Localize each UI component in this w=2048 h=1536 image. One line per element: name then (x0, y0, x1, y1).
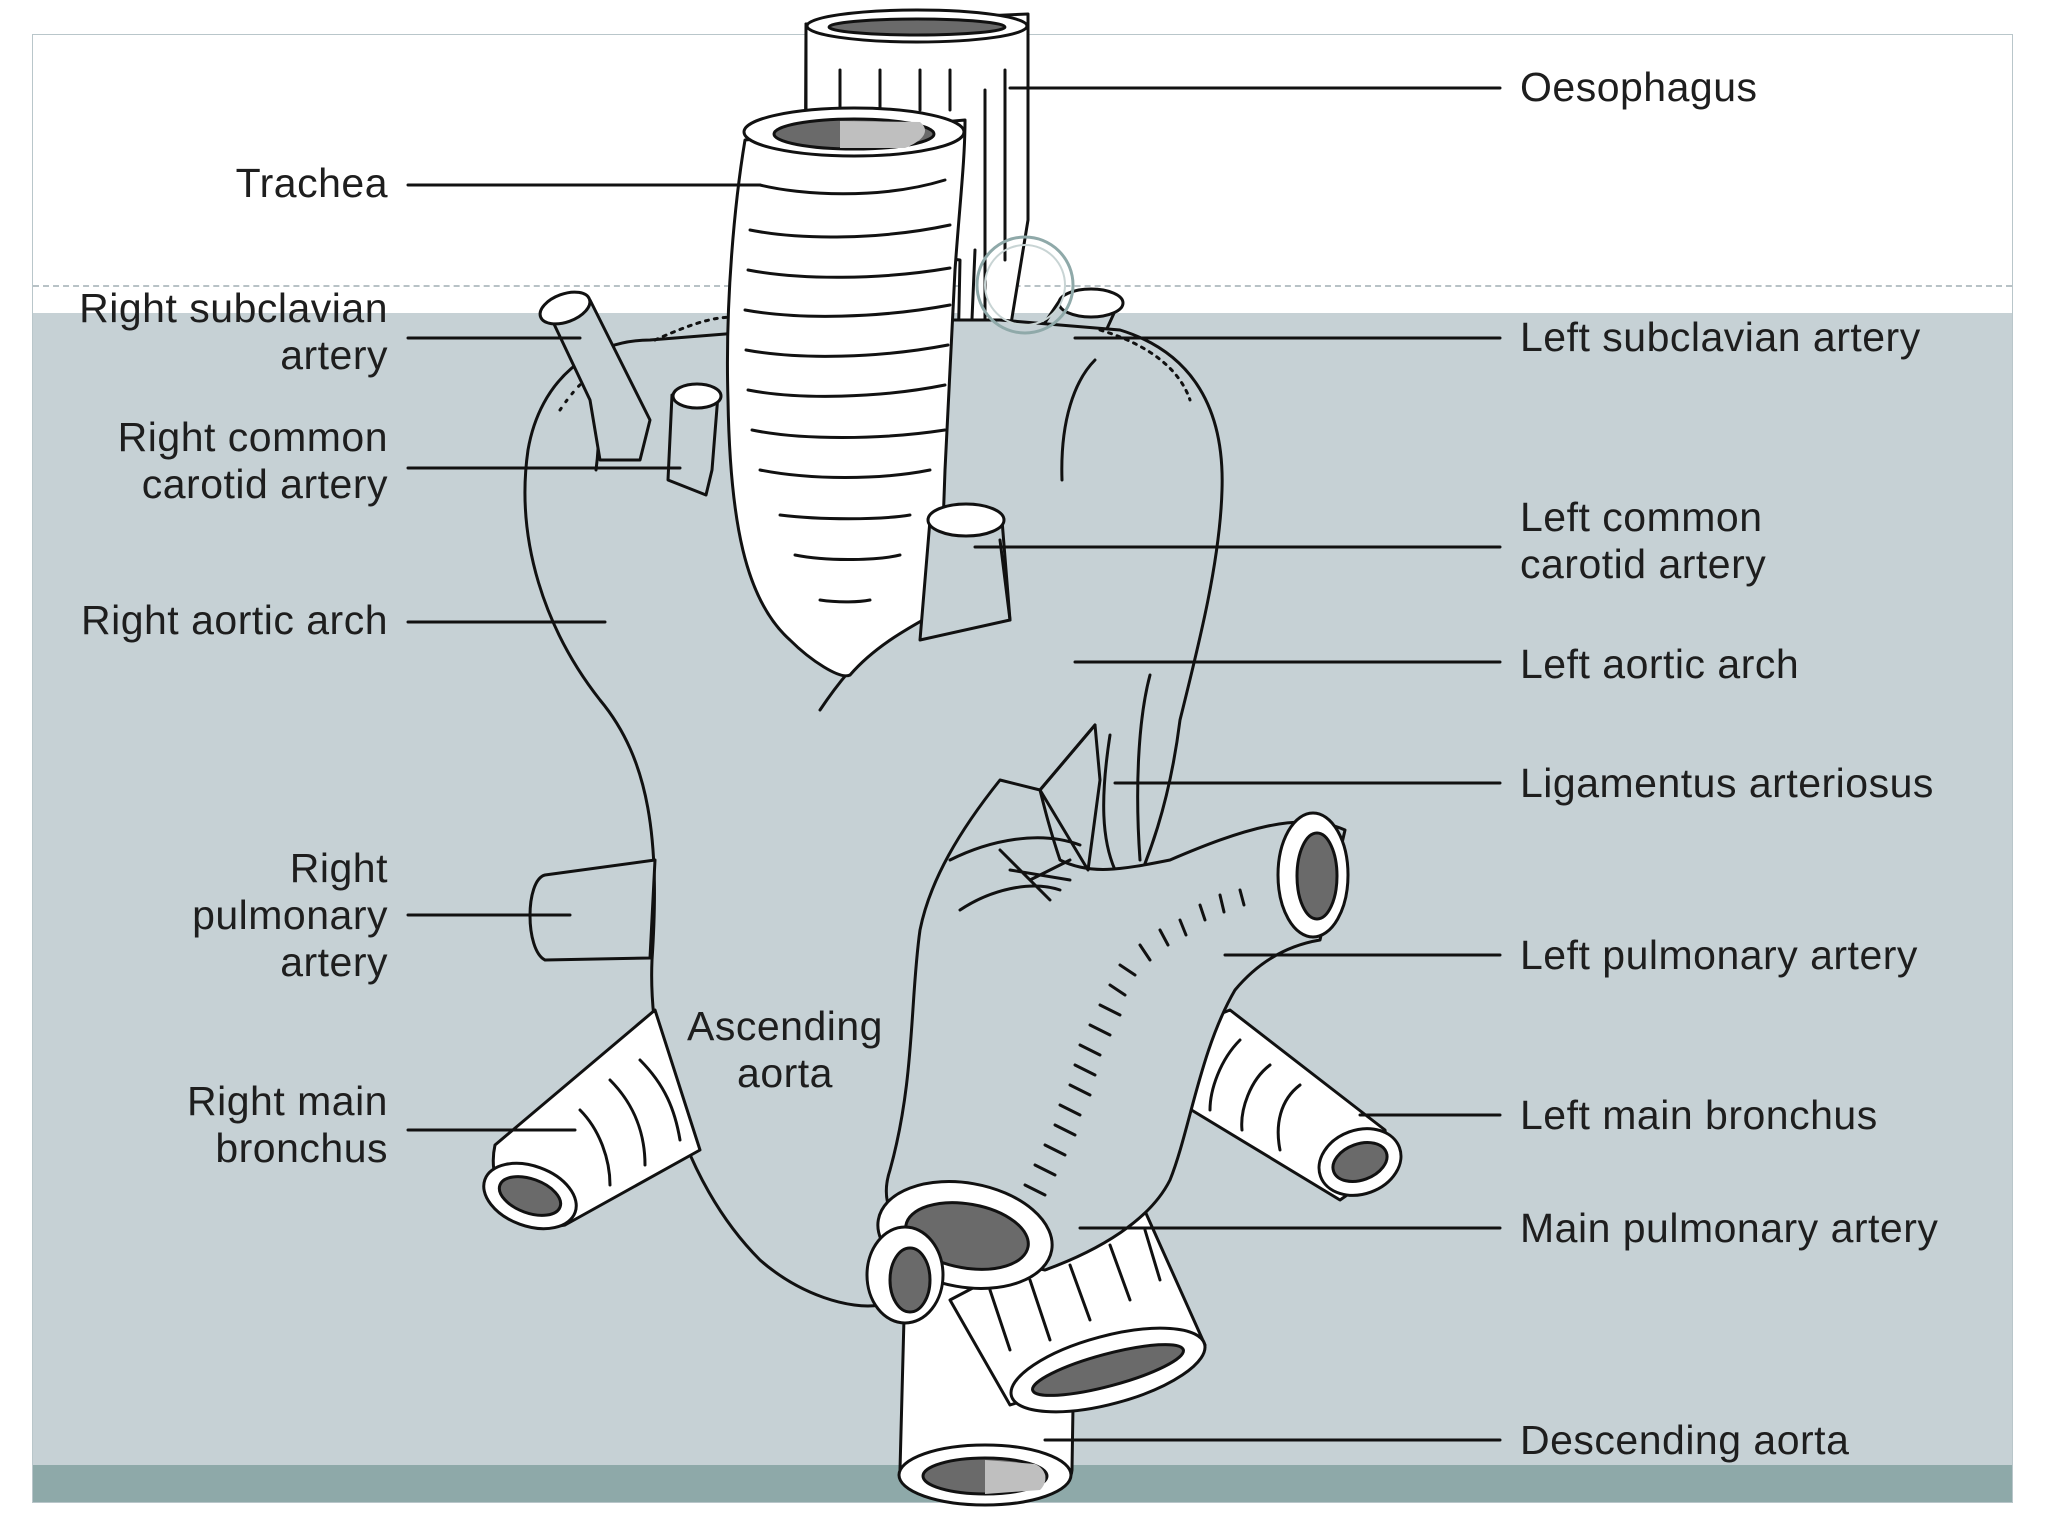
label-right-pulmonary-line1: Right (289, 845, 388, 891)
lower-bronchus-shape (948, 1198, 1207, 1414)
label-oesophagus: Oesophagus (1520, 64, 1758, 110)
label-right-subclavian-line2: artery (280, 332, 388, 378)
right-pulmonary-artery-shape (528, 858, 657, 962)
right-common-carotid-artery-shape (666, 382, 723, 497)
label-right-common-carotid-artery: Right common carotid artery (118, 414, 388, 508)
left-common-carotid-artery-shape (918, 502, 1012, 642)
left-main-bronchus-shape (1173, 1008, 1403, 1202)
leader-lines (406, 86, 1502, 1442)
right-main-bronchus-shape (482, 1008, 702, 1231)
trachea-shape (725, 106, 967, 678)
label-ascending-aorta-line2: aorta (737, 1050, 833, 1096)
label-right-subclavian-line1: Right subclavian (79, 285, 388, 331)
label-left-aortic-arch: Left aortic arch (1520, 641, 1800, 687)
label-right-main-bronchus: Right main bronchus (187, 1078, 388, 1172)
label-left-subclavian-artery: Left subclavian artery (1520, 314, 1921, 360)
label-left-common-carotid-line1: Left common (1520, 494, 1763, 540)
label-right-aortic-arch: Right aortic arch (80, 597, 388, 643)
pulmonary-artery-shape (865, 723, 1350, 1325)
label-right-main-bronchus-line1: Right main (187, 1078, 388, 1124)
label-ascending-aorta: Ascending aorta (660, 1003, 910, 1097)
label-trachea: Trachea (235, 160, 388, 206)
label-ligamentus-arteriosus: Ligamentus arteriosus (1520, 760, 1934, 806)
highlight-ring (975, 235, 1075, 335)
label-right-pulmonary-artery: Right pulmonary artery (192, 845, 388, 986)
label-ascending-aorta-line1: Ascending (687, 1003, 883, 1049)
label-right-common-carotid-line1: Right common (117, 414, 388, 460)
label-right-pulmonary-line2: pulmonary (192, 892, 388, 938)
label-left-common-carotid-line2: carotid artery (1520, 541, 1767, 587)
label-main-pulmonary-artery: Main pulmonary artery (1520, 1205, 1939, 1251)
label-right-common-carotid-line2: carotid artery (141, 461, 388, 507)
dashed-divider (33, 285, 2012, 287)
label-left-common-carotid-artery: Left common carotid artery (1520, 494, 1766, 588)
label-descending-aorta: Descending aorta (1520, 1417, 1850, 1463)
label-right-subclavian-artery: Right subclavian artery (79, 285, 388, 379)
label-left-pulmonary-artery: Left pulmonary artery (1520, 932, 1918, 978)
label-right-pulmonary-line3: artery (280, 939, 388, 985)
label-right-main-bronchus-line2: bronchus (215, 1125, 388, 1171)
right-subclavian-artery-shape (538, 290, 652, 462)
label-left-main-bronchus: Left main bronchus (1520, 1092, 1878, 1138)
